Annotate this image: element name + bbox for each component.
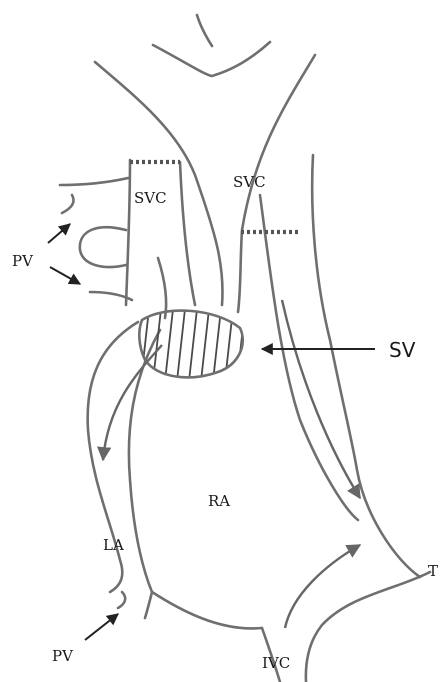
lower-pv-hook: [118, 592, 125, 608]
left-svc-outer-wall: [126, 160, 130, 305]
sinus-venosus-mass: [139, 300, 246, 390]
left-svc-inner-wall: [180, 162, 195, 305]
label-pv-lower: PV: [52, 647, 74, 665]
upper-pv-hook: [62, 195, 74, 213]
right-svc-right-wall: [312, 155, 420, 577]
pv-upper-arrow-top: [48, 224, 70, 243]
ivc-right-wall: [306, 572, 430, 682]
label-ra: RA: [208, 492, 230, 510]
top-vessel-left-wall: [95, 62, 223, 305]
top-vessel-stub: [197, 15, 212, 46]
label-t: T: [428, 562, 438, 580]
ra-bottom-wall: [152, 592, 262, 628]
flow-arrow-ivc-to-ra: [285, 545, 360, 628]
lower-pv-stub: [145, 592, 152, 618]
upper-pv-lobe: [80, 227, 126, 267]
label-ivc: IVC: [262, 654, 290, 672]
label-sv: SV: [389, 338, 416, 362]
label-svc-left: SVC: [134, 189, 167, 207]
upper-pv-connector: [158, 258, 166, 318]
upper-pv-top-branch: [60, 178, 128, 185]
pv-upper-arrow-bottom: [50, 267, 80, 284]
label-la: LA: [103, 536, 124, 554]
label-pv-upper: PV: [12, 252, 34, 270]
label-svc-right: SVC: [233, 173, 266, 191]
pv-lower-arrow: [85, 614, 118, 640]
